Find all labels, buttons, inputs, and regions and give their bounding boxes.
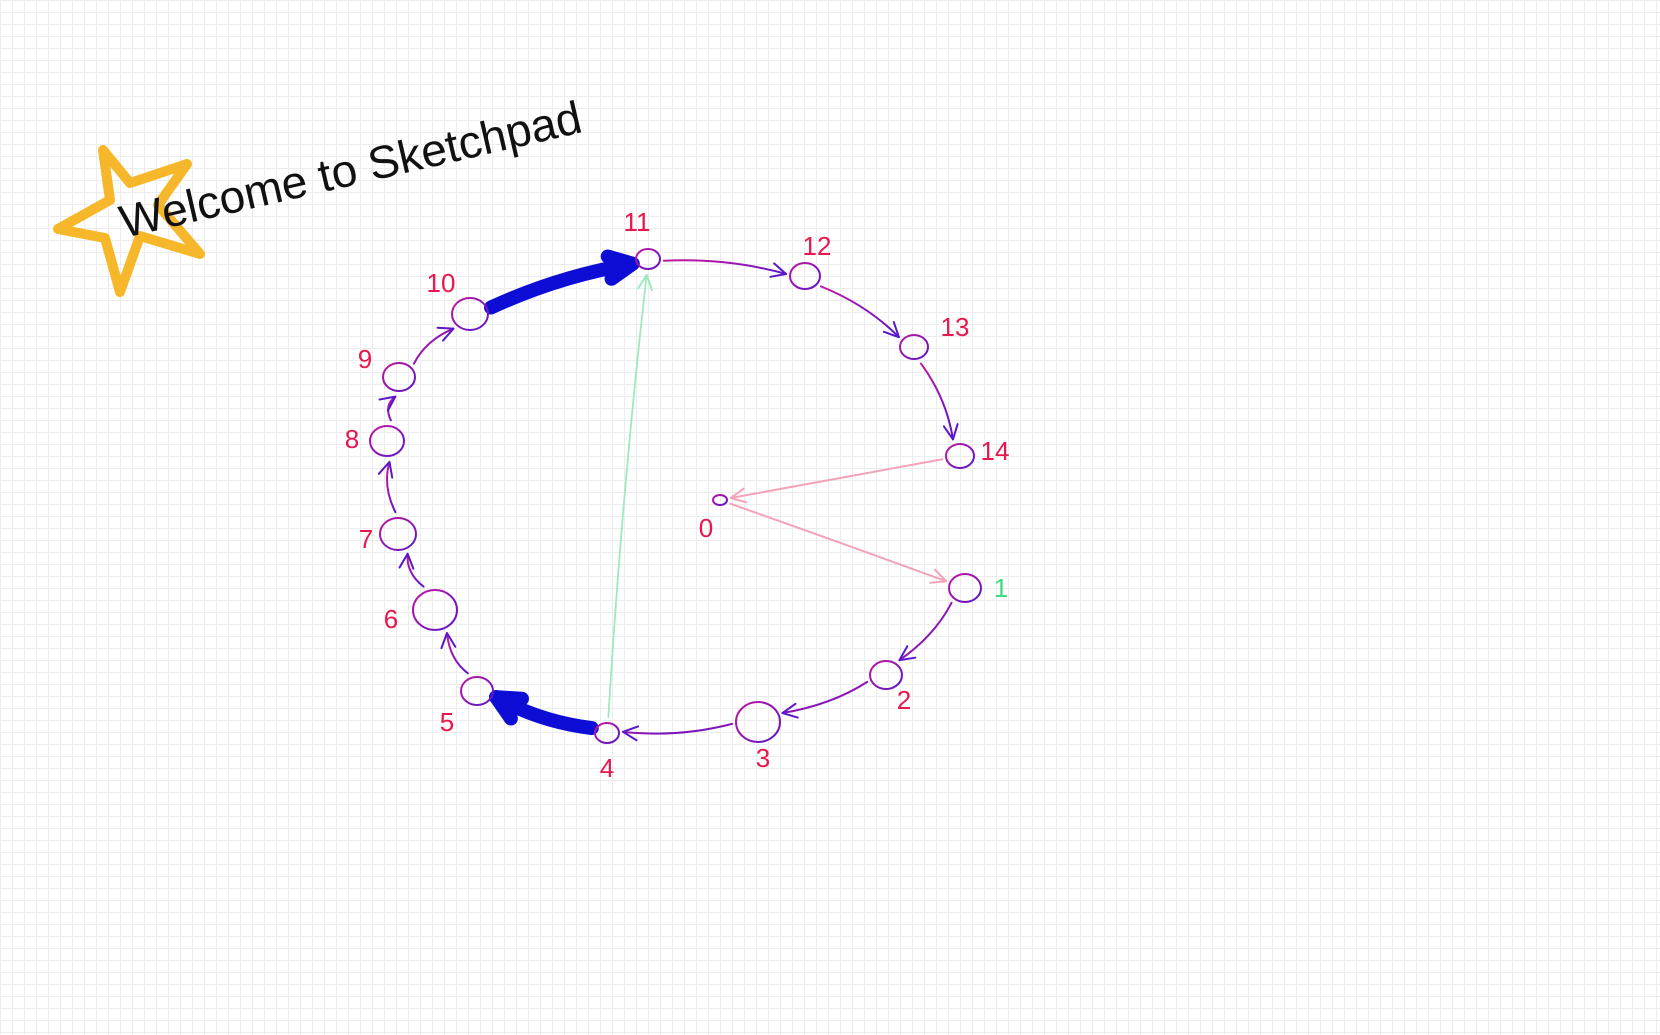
node-7[interactable]: 7 [359,517,417,554]
node-circle [869,660,903,690]
node-circle [735,701,781,743]
node-label: 9 [358,344,372,374]
node-circle [948,573,982,603]
node-0[interactable]: 0 [699,494,728,543]
edge-11-12 [662,259,788,278]
node-label: 5 [440,707,454,737]
node-11[interactable]: 11 [624,207,661,270]
node-circle [712,494,728,506]
node-label: 12 [803,231,832,261]
node-circle [594,722,620,744]
edge-0-1 [729,502,948,584]
node-9[interactable]: 9 [358,344,416,392]
node-circle [789,262,821,290]
node-label: 11 [624,207,651,237]
node-circle [379,517,417,551]
node-13[interactable]: 13 [899,312,970,360]
node-label: 4 [600,753,614,783]
node-label: 3 [756,743,770,773]
node-circle [945,443,975,469]
edge-8-9 [378,395,397,422]
edge-5-6 [440,632,469,675]
node-label: 8 [345,424,359,454]
node-8[interactable]: 8 [345,424,405,457]
node-2[interactable]: 2 [869,660,911,715]
edge-4-5 [489,690,599,736]
edge-6-7 [398,552,425,588]
edge-2-3 [781,680,869,719]
node-label: 10 [427,268,456,298]
node-5[interactable]: 5 [440,676,494,737]
node-circle [382,362,416,392]
node-circle [369,425,405,457]
node-4[interactable]: 4 [594,722,620,783]
node-12[interactable]: 12 [789,231,832,290]
node-circle [460,676,494,706]
edge-1-2 [898,601,953,662]
node-label: 14 [981,436,1010,466]
node-6[interactable]: 6 [384,589,458,634]
node-label: 7 [359,524,373,554]
node-10[interactable]: 10 [427,268,489,331]
edge-13-14 [919,362,959,441]
node-3[interactable]: 3 [735,701,781,773]
edge-3-4 [621,722,734,742]
node-1[interactable]: 1 [948,573,1008,603]
node-14[interactable]: 14 [945,436,1010,469]
node-label: 2 [897,685,911,715]
edges-layer [377,249,959,742]
node-circle [635,248,661,270]
edge-14-0 [729,458,944,504]
edge-4-11 [607,273,653,718]
node-label: 1 [994,573,1008,603]
node-circle [412,589,458,631]
node-circle [451,297,489,331]
edge-7-8 [377,460,397,514]
welcome-star-banner: Welcome to Sketchpad [53,91,586,297]
edge-9-10 [412,326,455,365]
edge-12-13 [819,285,900,339]
star-icon [53,145,205,297]
edge-10-11 [484,249,640,315]
node-circle [899,334,929,360]
node-label: 13 [941,312,970,342]
node-label: 6 [384,604,398,634]
node-label: 0 [699,513,713,543]
